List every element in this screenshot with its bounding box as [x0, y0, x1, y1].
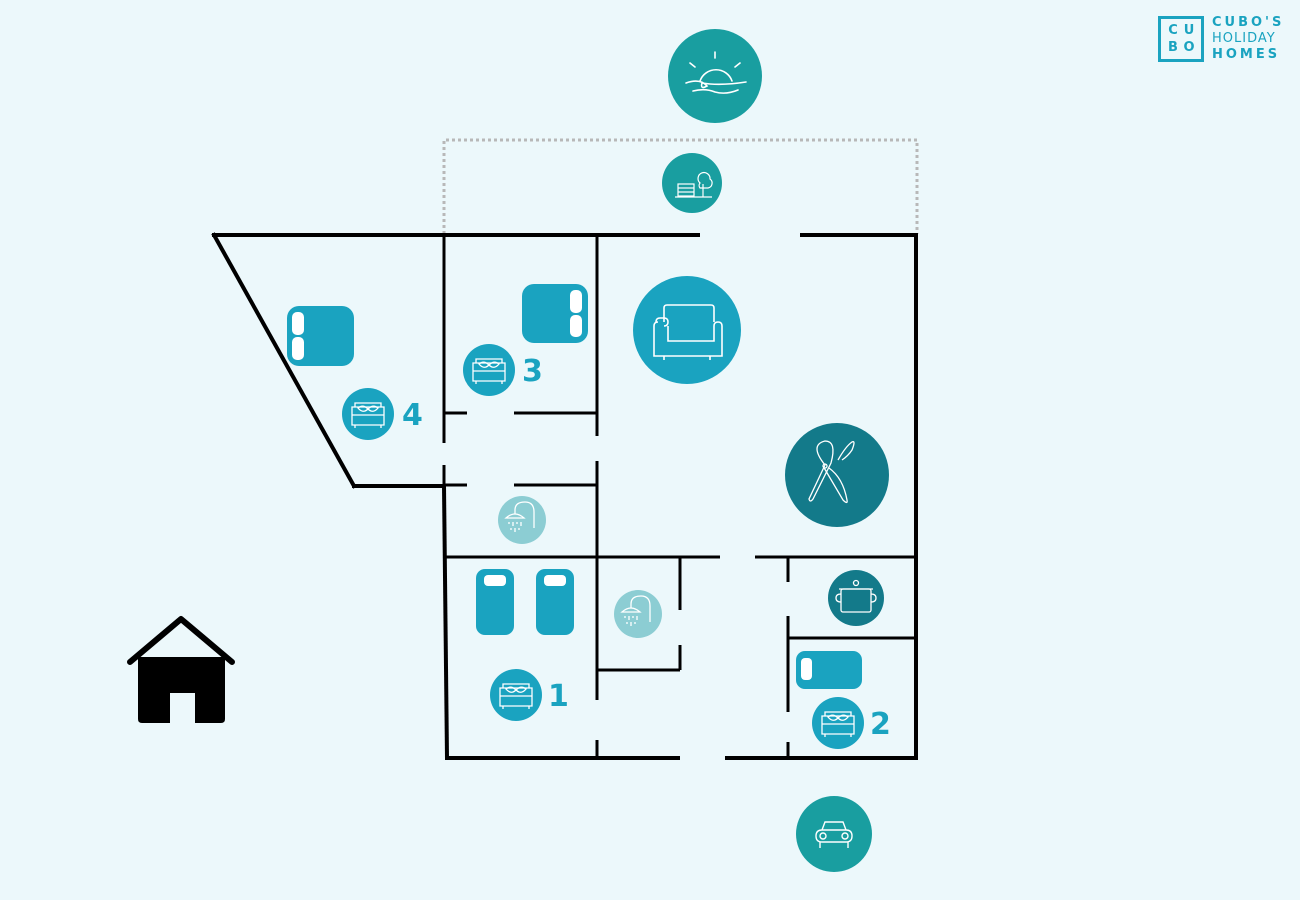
- wall: [441, 483, 450, 761]
- bedroom-2: 2: [796, 651, 891, 749]
- dining-area: [785, 423, 889, 527]
- sunset-sea-icon: [685, 51, 747, 94]
- logo-letter: B: [1168, 39, 1178, 55]
- bed-icon: [472, 358, 506, 384]
- shower-icon: [620, 595, 651, 626]
- bedroom-1: 1: [476, 569, 574, 721]
- logo-line-2: HOLIDAY: [1212, 31, 1276, 46]
- bed-icon: [821, 711, 855, 737]
- house-icon: [127, 616, 235, 723]
- room-number: 4: [402, 398, 423, 433]
- logo-letter: U: [1183, 22, 1195, 38]
- logo-line-3: HOMES: [1212, 47, 1281, 62]
- logo-letter: C: [1168, 22, 1178, 38]
- bedroom-3: 3: [463, 284, 588, 396]
- parking-marker: [796, 796, 872, 872]
- living-room: [633, 276, 741, 384]
- bathroom-b: [614, 590, 662, 638]
- bed-icon: [499, 683, 533, 709]
- room-number: 3: [522, 354, 543, 389]
- cubos-logo: C U B O CUBO'S HOLIDAY HOMES: [1158, 15, 1284, 63]
- bathroom-a: [498, 496, 546, 544]
- fork-spoon-icon: [808, 440, 855, 504]
- logo-letter: O: [1183, 39, 1195, 55]
- garden-bench-icon: [675, 171, 713, 198]
- bed-icon: [351, 402, 385, 428]
- logo-mark: C U B O: [1158, 16, 1204, 62]
- room-number: 2: [870, 707, 891, 742]
- walls: [211, 232, 918, 761]
- sea-view-marker: [668, 29, 762, 123]
- single-bed: [796, 651, 862, 689]
- room-number: 1: [548, 679, 569, 714]
- double-bed: [287, 306, 354, 366]
- car-icon: [815, 821, 853, 848]
- double-bed: [522, 284, 588, 343]
- terrace-outline: [442, 138, 919, 234]
- interior-walls: [442, 235, 916, 758]
- cooking-pot-icon: [835, 579, 877, 613]
- kitchen: [828, 570, 884, 626]
- shower-icon: [504, 501, 535, 532]
- logo-wordmark: CUBO'S HOLIDAY HOMES: [1212, 15, 1284, 63]
- wall: [211, 232, 357, 489]
- single-bed: [536, 569, 574, 635]
- bedroom-4: 4: [287, 306, 423, 440]
- sofa-icon: [653, 304, 723, 360]
- single-bed: [476, 569, 514, 635]
- logo-line-1: CUBO'S: [1212, 15, 1285, 30]
- terrace-marker: [662, 153, 722, 213]
